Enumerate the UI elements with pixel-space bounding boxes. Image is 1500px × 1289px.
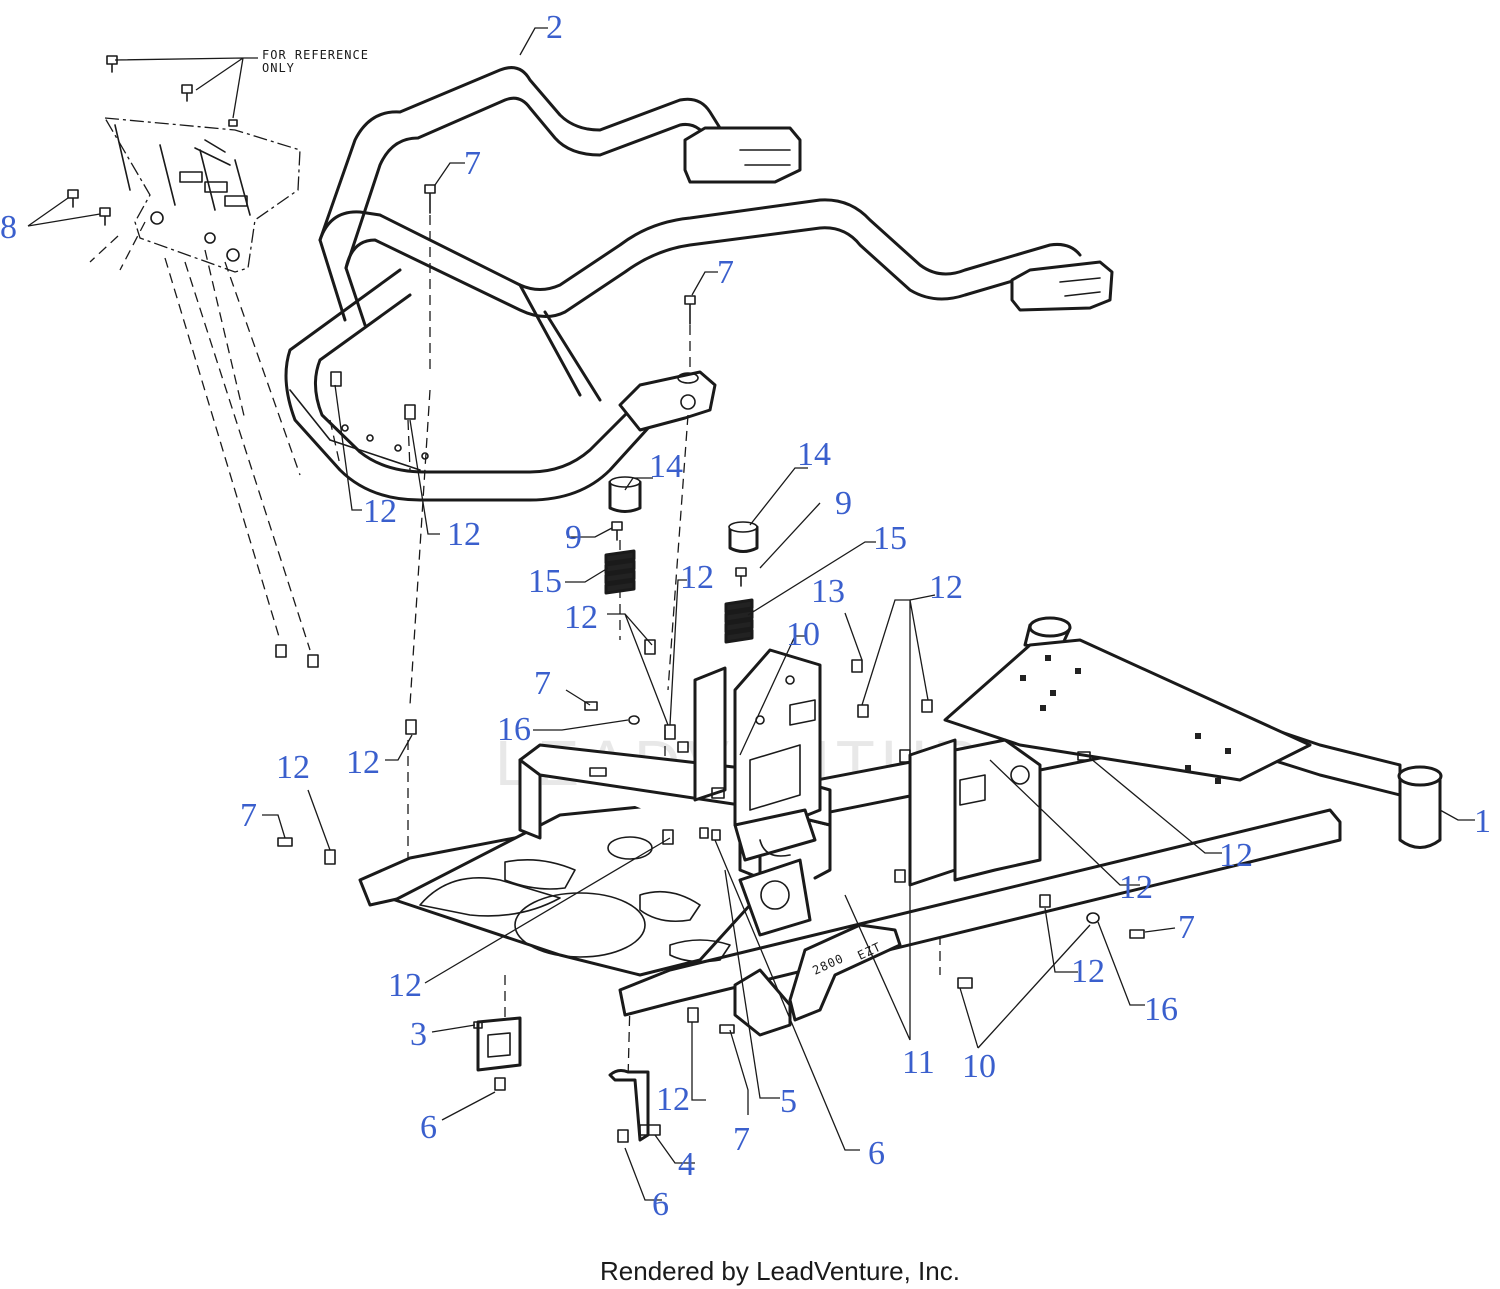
callout-6: 6 <box>868 1135 885 1172</box>
callouts: 1 2 3 4 5 6 6 6 7 7 7 7 7 7 8 9 9 10 10 … <box>0 9 1491 1223</box>
callout-5: 5 <box>780 1083 797 1120</box>
callout-15: 15 <box>528 563 562 600</box>
reference-note-2: ONLY <box>262 61 295 75</box>
callout-12: 12 <box>929 569 963 606</box>
callout-14: 14 <box>649 448 683 485</box>
screw-8-icon <box>67 189 111 226</box>
reference-bracket: FOR REFERENCE ONLY <box>67 48 369 668</box>
callout-12: 12 <box>1071 953 1105 990</box>
callout-10: 10 <box>962 1048 996 1085</box>
callout-16: 16 <box>1144 991 1178 1028</box>
callout-7: 7 <box>1178 909 1195 946</box>
callout-7: 7 <box>534 665 551 702</box>
reference-note: FOR REFERENCE <box>262 48 369 62</box>
reference-screw-icon <box>106 55 238 127</box>
callout-2: 2 <box>546 9 563 46</box>
bolt-icon <box>277 639 1145 1143</box>
callout-7: 7 <box>717 254 734 291</box>
callout-3: 3 <box>410 1016 427 1053</box>
callout-4: 4 <box>678 1146 695 1183</box>
callout-15: 15 <box>873 520 907 557</box>
callout-12: 12 <box>276 749 310 786</box>
callout-1: 1 <box>1474 803 1491 840</box>
callout-16: 16 <box>497 711 531 748</box>
callout-12: 12 <box>1219 837 1253 874</box>
spring-icon <box>724 598 754 644</box>
callout-12: 12 <box>346 744 380 781</box>
callout-11: 11 <box>902 1044 935 1081</box>
leader-lines <box>27 27 1475 1201</box>
callout-12: 12 <box>363 493 397 530</box>
callout-6: 6 <box>420 1109 437 1146</box>
callout-14: 14 <box>797 436 831 473</box>
main-frame: 2800 EZT <box>277 616 1443 1143</box>
callout-10: 10 <box>786 616 820 653</box>
callout-12: 12 <box>656 1081 690 1118</box>
callout-7: 7 <box>240 797 257 834</box>
spring-icon <box>604 549 636 595</box>
plate-slot-icon <box>1020 655 1231 784</box>
callout-8: 8 <box>0 209 17 246</box>
handle-bar-assembly <box>284 66 1114 502</box>
callout-12: 12 <box>680 559 714 596</box>
footer-credit: Rendered by LeadVenture, Inc. <box>600 1256 960 1286</box>
callout-7: 7 <box>733 1121 750 1158</box>
suspension-parts <box>604 476 759 644</box>
callout-12: 12 <box>1119 869 1153 906</box>
callout-9: 9 <box>565 519 582 556</box>
callout-13: 13 <box>811 573 845 610</box>
callout-12: 12 <box>388 967 422 1004</box>
callout-7: 7 <box>464 145 481 182</box>
callout-6: 6 <box>652 1186 669 1223</box>
callout-12: 12 <box>564 599 598 636</box>
callout-9: 9 <box>835 485 852 522</box>
callout-12: 12 <box>447 516 481 553</box>
